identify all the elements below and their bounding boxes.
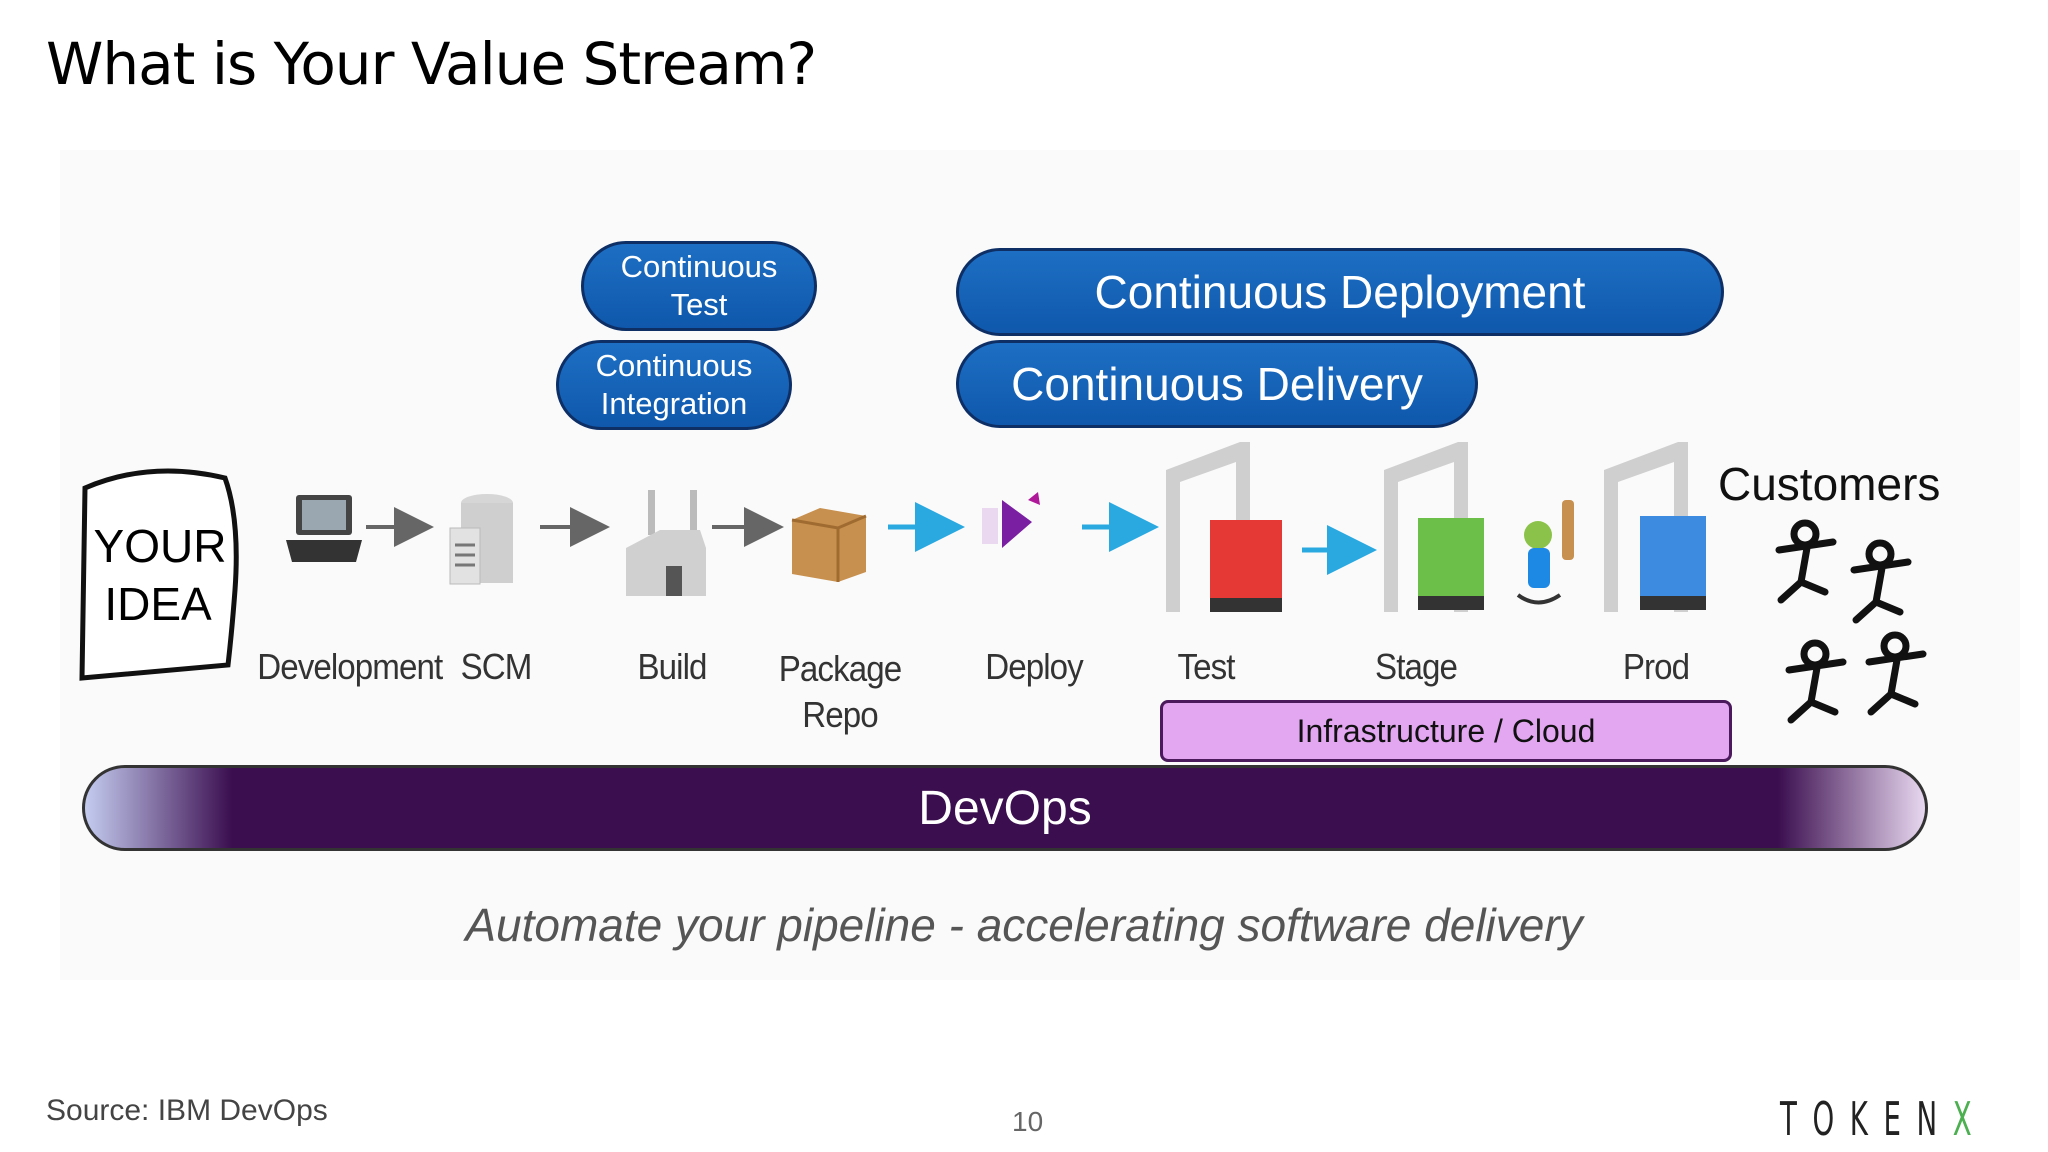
devops-bar: DevOps: [82, 765, 1928, 851]
customers-people-icon: [1775, 519, 1927, 724]
stage-server-gate-icon: [1384, 442, 1484, 612]
continuous-test-line2: Test: [670, 287, 728, 322]
source-note: Source: IBM DevOps: [46, 1094, 328, 1127]
slide-title: What is Your Value Stream?: [46, 30, 817, 98]
package-repo-line1: Package: [778, 648, 902, 689]
stage-label-prod: Prod: [1622, 646, 1690, 687]
continuous-deployment-label: Continuous Deployment: [1094, 266, 1586, 318]
your-idea-card: YOUR IDEA: [79, 468, 239, 681]
laptop-icon: [286, 495, 362, 562]
scm-icon: [449, 494, 513, 585]
stage-label-build: Build: [637, 646, 707, 687]
customers-label: Customers: [1718, 458, 1941, 510]
stage-label-deploy: Deploy: [985, 646, 1083, 687]
tokenex-logo: TOKENX: [1780, 1092, 1987, 1146]
logo-accent-text: X: [1952, 1092, 1988, 1146]
prod-server-gate-icon: [1604, 442, 1706, 612]
tagline: Automate your pipeline - accelerating so…: [465, 899, 1583, 951]
operator-figure-icon: [1516, 500, 1574, 605]
continuous-delivery-label: Continuous Delivery: [1011, 358, 1423, 410]
infrastructure-cloud-bar: Infrastructure / Cloud: [1160, 700, 1732, 762]
continuous-integration-line2: Integration: [600, 386, 748, 421]
your-idea-line1: YOUR: [94, 520, 227, 572]
package-repo-line2: Repo: [802, 694, 878, 735]
devops-label: DevOps: [918, 781, 1092, 835]
continuous-deployment-pill: Continuous Deployment: [956, 248, 1724, 336]
deploy-icon: [982, 492, 1040, 548]
stage-label-test: Test: [1177, 646, 1235, 687]
stage-label-package-repo: Package Repo: [776, 646, 905, 738]
stage-label-scm: SCM: [460, 646, 533, 687]
factory-icon: [626, 490, 706, 596]
continuous-test-line1: Continuous: [620, 249, 778, 284]
infrastructure-cloud-label: Infrastructure / Cloud: [1296, 712, 1596, 749]
stage-label-development: Development: [257, 646, 443, 687]
page-number: 10: [1012, 1106, 1044, 1137]
your-idea-line2: IDEA: [104, 578, 212, 630]
continuous-integration-line1: Continuous: [595, 348, 753, 383]
package-box-icon: [791, 508, 867, 582]
test-server-gate-icon: [1166, 442, 1282, 612]
continuous-delivery-pill: Continuous Delivery: [956, 340, 1478, 428]
logo-main-text: TOKEN: [1780, 1092, 1953, 1146]
stage-label-stage: Stage: [1375, 646, 1458, 687]
